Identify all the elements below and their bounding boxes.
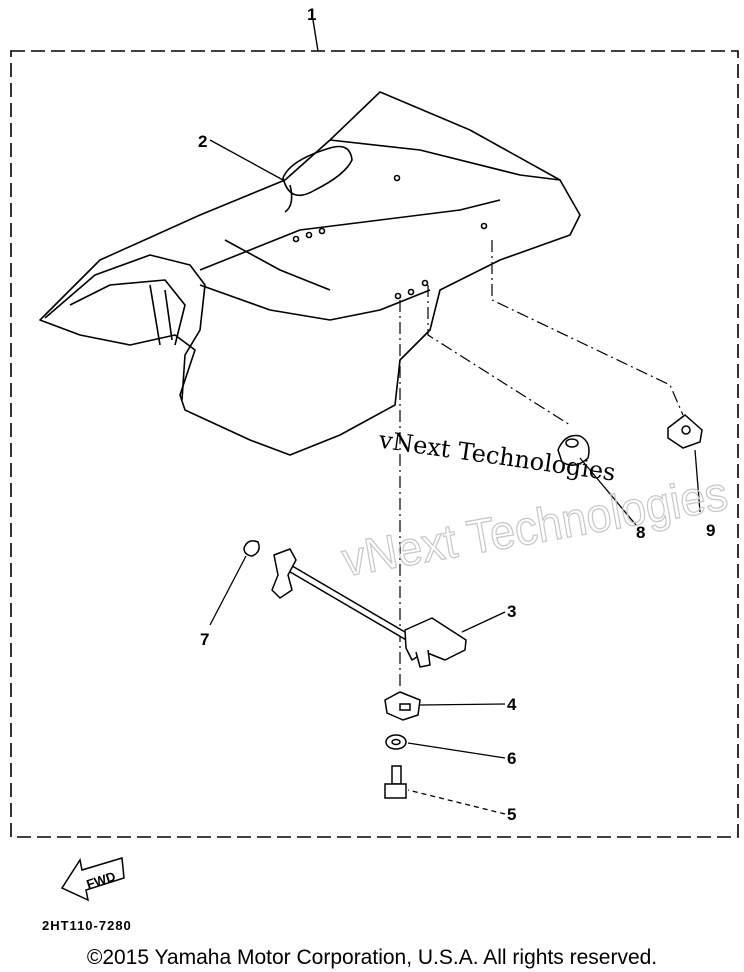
seat-lock-rod-part-3 [271,548,467,668]
part-code: 2HT110-7280 [42,918,132,933]
clip-nut-part-9 [667,414,703,449]
washer-part-6 [385,734,407,750]
callout-3: 3 [507,602,516,621]
bolt-part-5 [384,765,407,799]
assembly-boundary [10,50,739,838]
callout-4: 4 [507,695,517,714]
watermark-outline: vNext Technologies [338,467,731,587]
callout-1: 1 [307,5,316,24]
fwd-arrow-icon: FWD [60,857,125,902]
assembly-leaders [399,240,684,690]
watermark-text: vNext Technologies [376,426,617,487]
leader-line-1 [312,19,319,52]
callout-2: 2 [198,132,207,151]
bracket-part-4 [384,691,421,721]
damper-part-8 [557,434,590,466]
copyright-notice: ©2015 Yamaha Motor Corporation, U.S.A. A… [86,946,658,969]
watermark-text-group: vNext Technologies [376,426,617,487]
callout-7: 7 [200,630,209,649]
callout-9: 9 [706,521,715,540]
callout-6: 6 [507,749,516,768]
callout-8: 8 [636,523,645,542]
clip-part-7 [243,540,260,557]
callout-5: 5 [507,805,516,824]
callout-leaders [209,139,701,815]
watermark: vNext Technologies [338,467,733,588]
seat [39,91,581,456]
